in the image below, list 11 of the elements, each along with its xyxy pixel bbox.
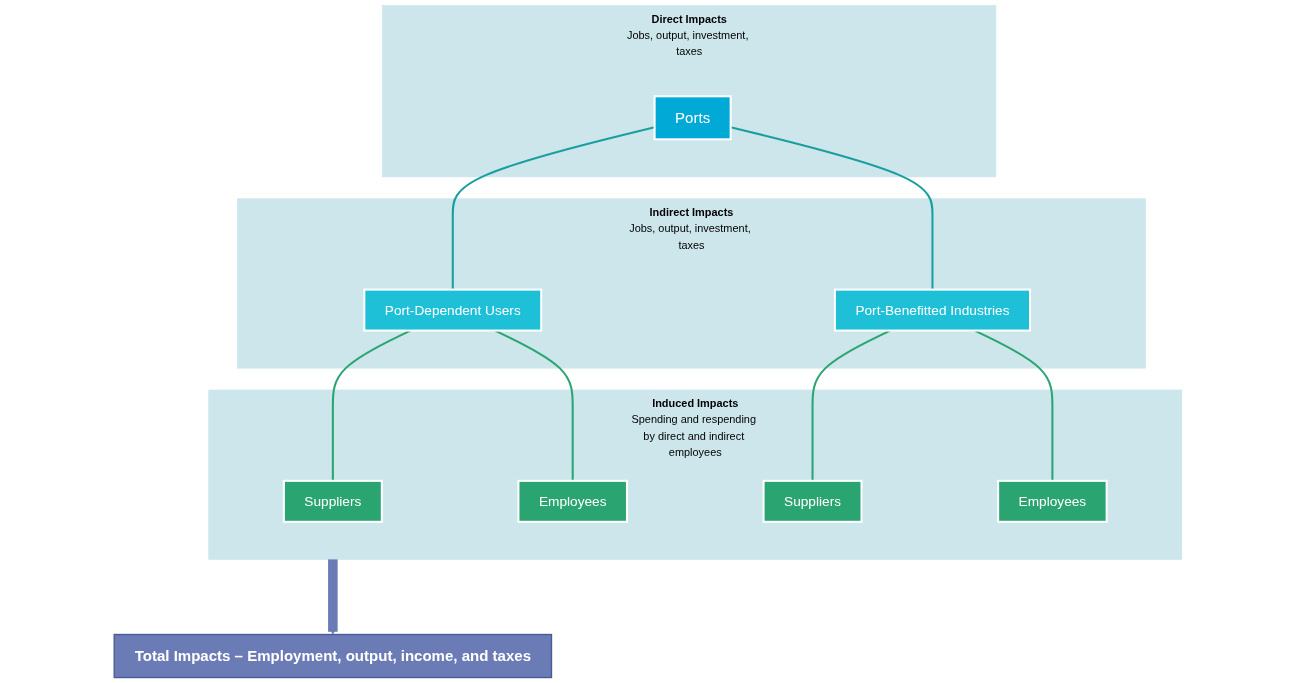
node-box: Employees [997, 479, 1108, 523]
node-box: Suppliers [282, 479, 383, 523]
connector [730, 126, 934, 290]
node-box: Suppliers [762, 479, 863, 523]
node-box: Ports [653, 95, 732, 141]
node-box: Total Impacts – Employment, output, income, and taxes [113, 633, 553, 679]
connector [451, 126, 655, 290]
node-box: Port-Dependent Users [363, 288, 543, 332]
node-box: Employees [517, 479, 628, 523]
node-box: Port-Benefitted Industries [833, 288, 1032, 332]
arrow [328, 559, 338, 635]
